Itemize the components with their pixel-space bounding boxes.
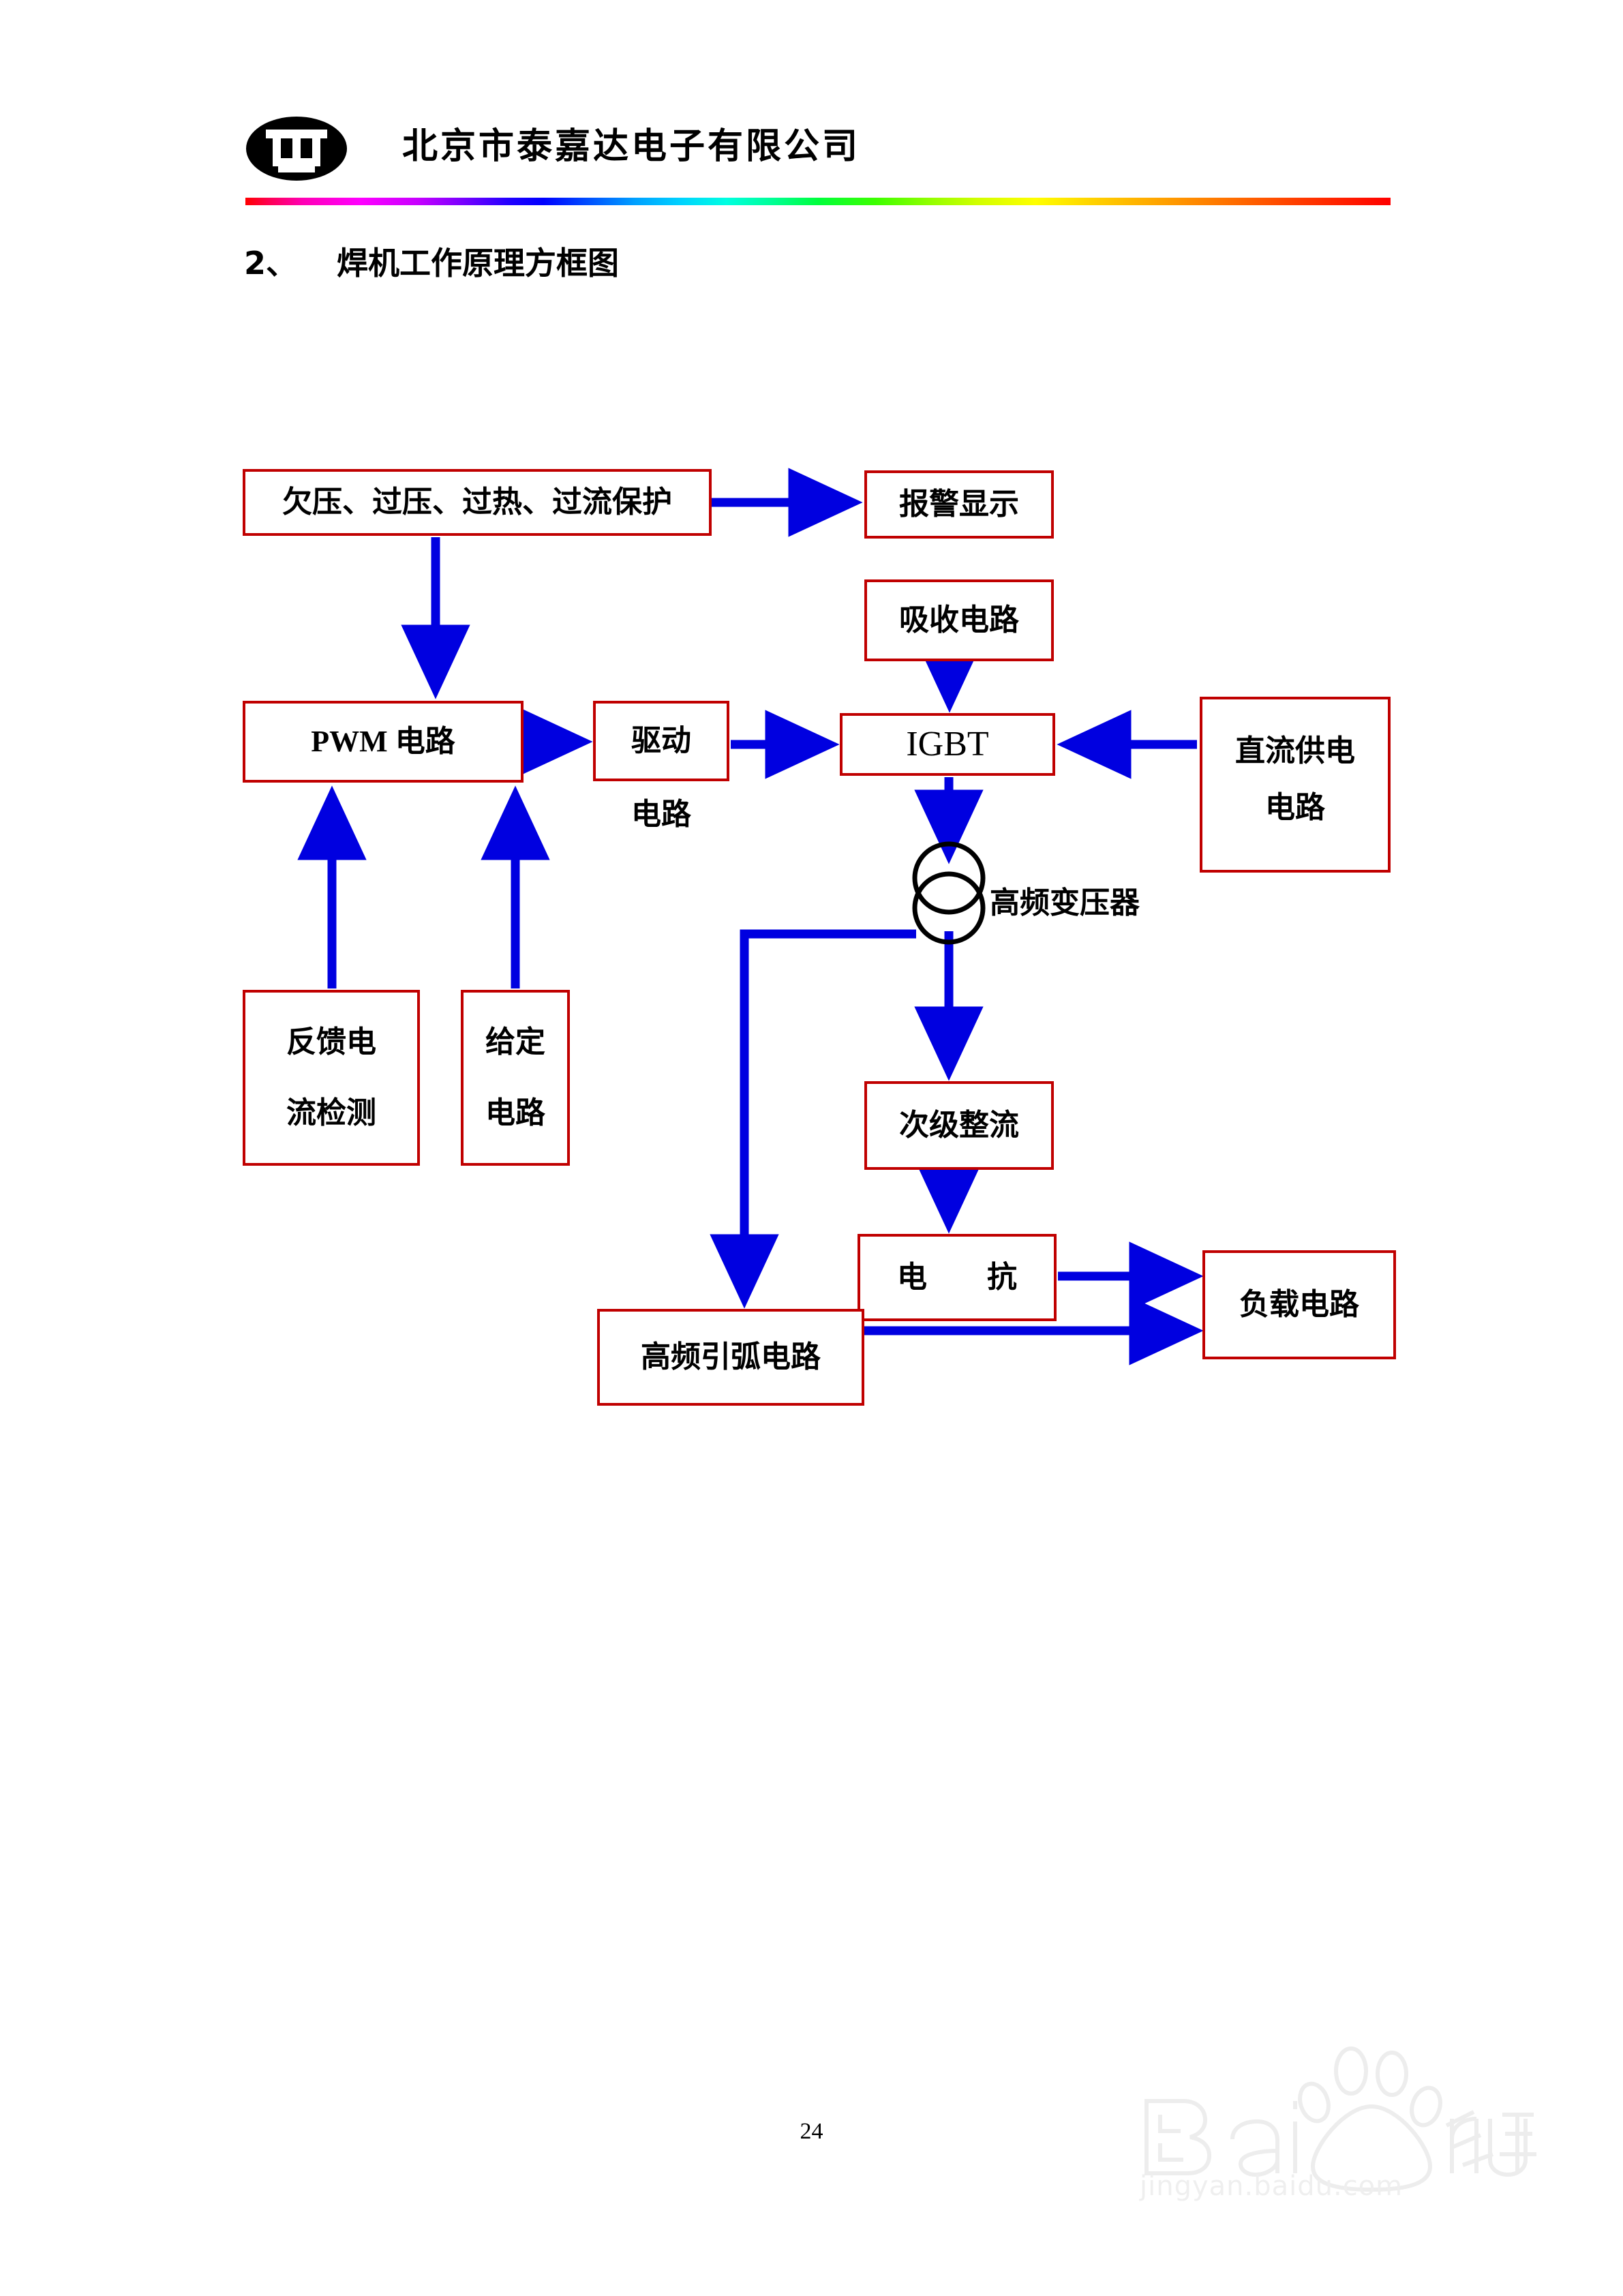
node-label: 反馈电	[286, 1024, 376, 1059]
node-label: 高频引弧电路	[641, 1340, 821, 1375]
node-load-circuit[interactable]: 负载电路	[1202, 1250, 1396, 1359]
node-label: 报警显示	[899, 487, 1019, 522]
node-alarm-display[interactable]: 报警显示	[864, 470, 1054, 539]
node-igbt[interactable]: IGBT	[840, 713, 1055, 776]
node-hf-arc-striking-circuit[interactable]: 高频引弧电路	[597, 1309, 864, 1406]
node-label: 驱动	[631, 723, 691, 759]
node-label-line2: 流检测	[286, 1096, 376, 1131]
node-label: PWM 电路	[311, 725, 455, 759]
node-feedback-current-detection[interactable]: 反馈电 流检测	[243, 990, 420, 1166]
node-label: 次级整流	[899, 1108, 1019, 1143]
node-label: 负载电路	[1239, 1287, 1359, 1323]
letterhead: 北京市泰嘉达电子有限公司	[245, 109, 1391, 198]
company-oval-logo-icon	[246, 117, 347, 181]
node-label: 吸收电路	[899, 603, 1019, 638]
node-label: 欠压、过压、过热、过流保护	[282, 485, 672, 520]
section-number: 2、	[244, 245, 298, 282]
node-label-line2: 电路	[485, 1096, 545, 1131]
node-secondary-rectifier[interactable]: 次级整流	[864, 1081, 1054, 1170]
node-snubber-circuit[interactable]: 吸收电路	[864, 579, 1054, 661]
node-reference-circuit[interactable]: 给定 电路	[461, 990, 570, 1166]
section-title-text: 焊机工作原理方框图	[337, 245, 620, 282]
node-dc-supply-label-line2: 电路	[1265, 790, 1325, 825]
node-drive-circuit[interactable]: 驱动	[593, 701, 729, 781]
baidu-paw-icon	[1144, 2046, 1536, 2192]
node-pwm-circuit[interactable]: PWM 电路	[243, 701, 524, 783]
node-dc-supply-circuit[interactable]: 直流供电	[1200, 697, 1391, 873]
page-title: 2、 焊机工作原理方框图	[244, 239, 619, 284]
rainbow-gradient-rule	[245, 198, 1391, 205]
company-name: 北京市泰嘉达电子有限公司	[402, 126, 861, 167]
page-number: 24	[800, 2119, 823, 2144]
node-protection[interactable]: 欠压、过压、过热、过流保护	[243, 469, 712, 536]
node-label: 给定	[485, 1024, 545, 1059]
hf-transformer-label: 高频变压器	[990, 886, 1140, 920]
node-reactor[interactable]: 电 抗	[858, 1234, 1057, 1321]
node-label: 电 抗	[897, 1260, 1017, 1295]
node-label: 直流供电	[1235, 734, 1355, 768]
node-label: IGBT	[906, 725, 989, 764]
watermark-url-text: jingyan.baidu.com	[1140, 2171, 1404, 2202]
node-drive-circuit-label-line2: 电路	[631, 797, 691, 832]
transformer-two-circles-icon	[912, 841, 986, 945]
